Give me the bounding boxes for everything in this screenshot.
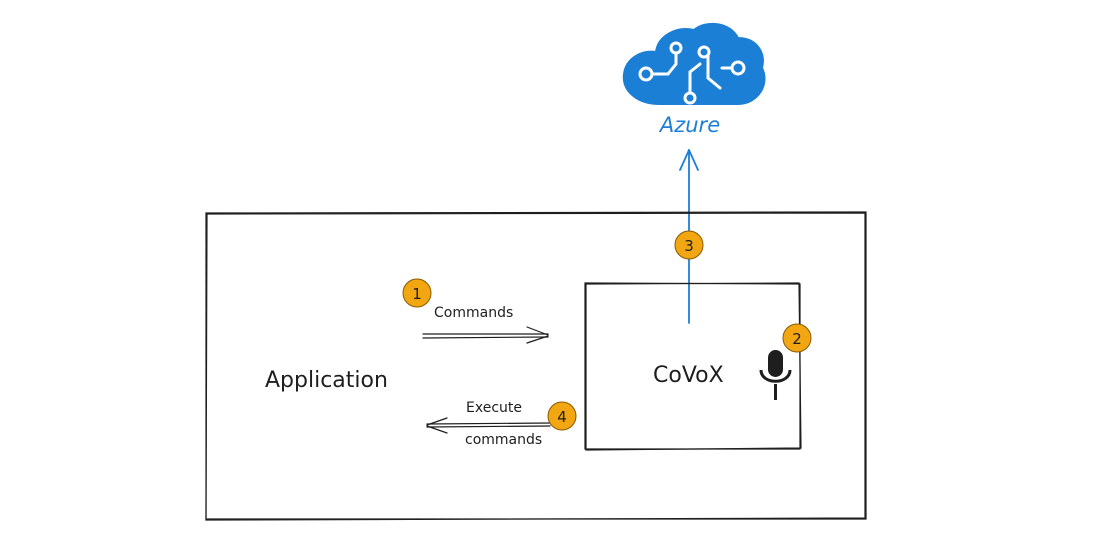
microphone-icon <box>759 350 792 400</box>
covox-box <box>584 282 802 451</box>
step-badge-3: 3 <box>674 230 704 260</box>
step-badge-2: 2 <box>782 323 812 353</box>
step-badge-1: 1 <box>402 278 432 308</box>
azure-label: Azure <box>658 113 720 137</box>
execute-commands-arrow-label-line1: Execute <box>466 400 522 416</box>
svg-text:3: 3 <box>684 237 694 255</box>
azure-brain-cloud-icon <box>622 22 766 105</box>
svg-text:2: 2 <box>792 330 802 348</box>
execute-commands-arrow <box>426 417 551 434</box>
svg-text:1: 1 <box>412 285 422 303</box>
commands-arrow-label: Commands <box>434 305 513 321</box>
step-badge-4: 4 <box>547 401 577 431</box>
execute-commands-arrow-label-line2: commands <box>465 432 542 448</box>
svg-text:4: 4 <box>557 408 567 426</box>
covox-label: CoVoX <box>653 363 724 388</box>
commands-arrow <box>422 326 549 344</box>
application-box <box>205 211 867 521</box>
application-label: Application <box>265 368 388 393</box>
